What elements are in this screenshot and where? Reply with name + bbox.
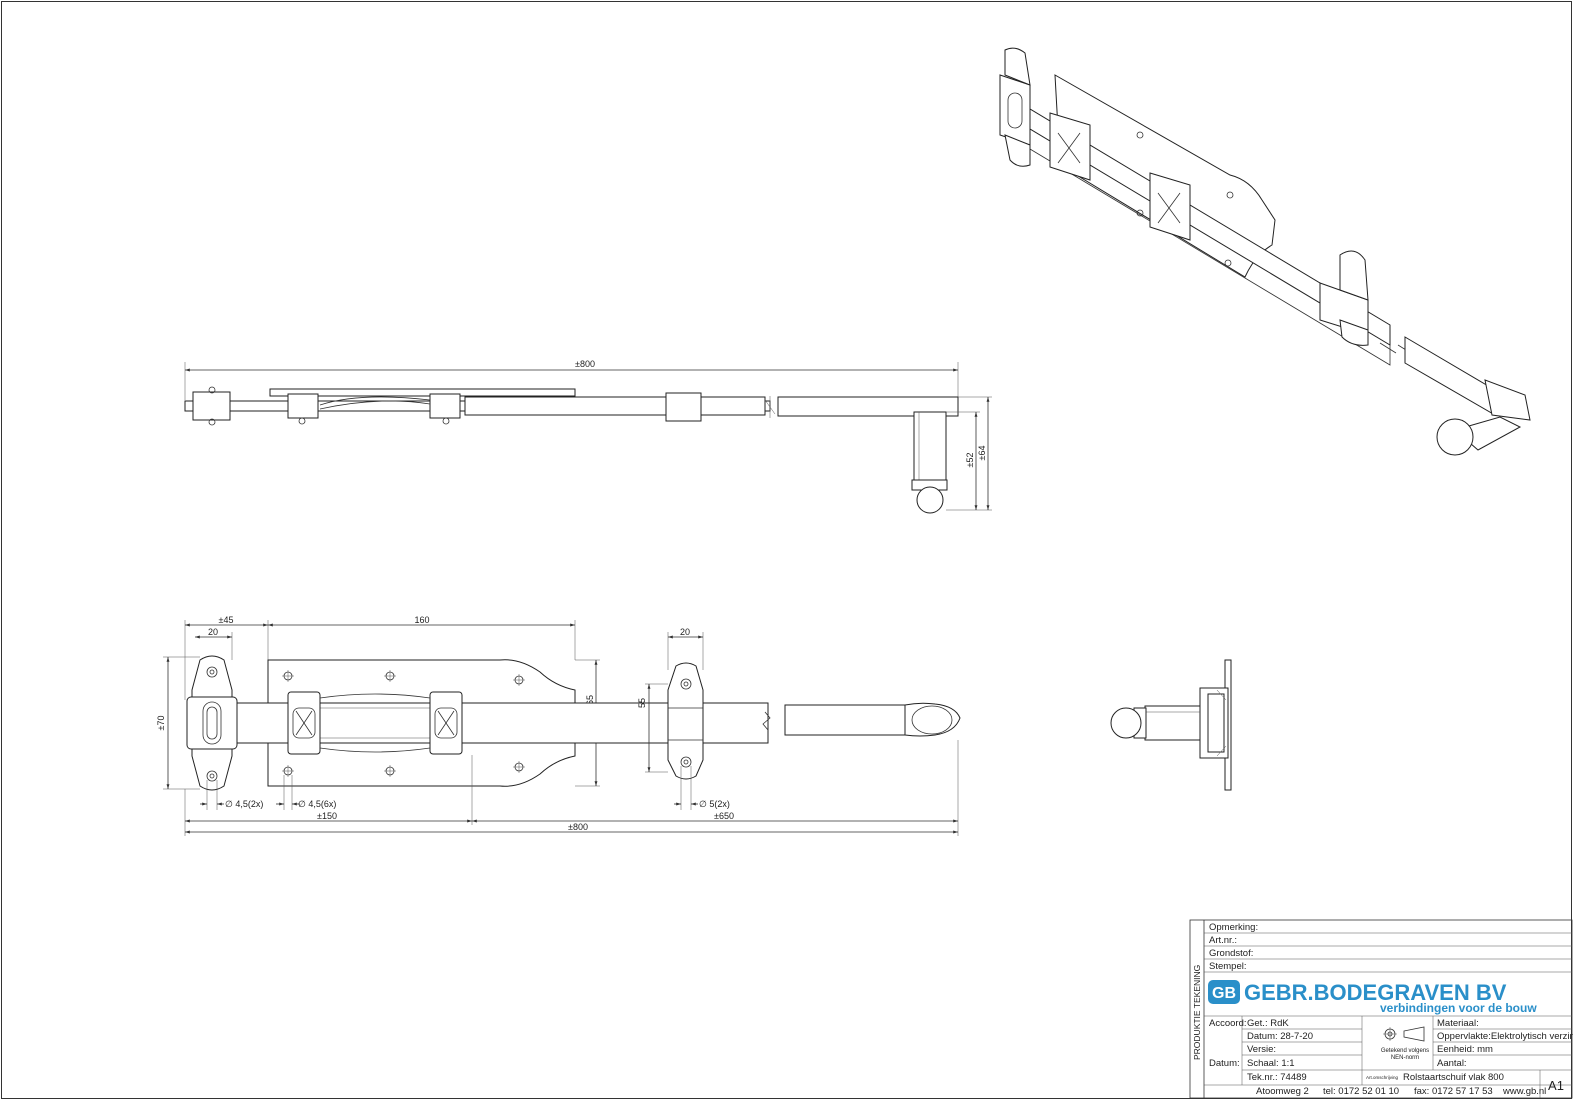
tb-format: A1 (1548, 1078, 1564, 1093)
tb-eenheid: Eenheid: mm (1437, 1044, 1493, 1055)
tb-versie: Versie: (1247, 1044, 1276, 1055)
tb-getekend: Get.: RdK (1247, 1018, 1289, 1029)
tb-web: www.gb.nl (1502, 1086, 1546, 1097)
tb-datum: Datum: 28-7-20 (1247, 1031, 1313, 1042)
tb-materiaal: Materiaal: (1437, 1018, 1479, 1029)
tb-teknr: Tek.nr.: 74489 (1247, 1072, 1307, 1083)
dim-l650: ±650 (714, 811, 734, 821)
tb-grondstof: Grondstof: (1209, 948, 1253, 959)
dim-side-h2: ±64 (977, 446, 987, 461)
title-block: PRODUKTIE TEKENING Opmerking: Art.nr.: G… (1189, 919, 1573, 1099)
tb-opmerking: Opmerking: (1209, 922, 1258, 933)
tb-fax: fax: 0172 57 17 53 (1414, 1086, 1493, 1097)
dim-hole-45-2x: ∅ 4,5(2x) (225, 799, 263, 809)
tb-datum-label: Datum: (1209, 1058, 1240, 1069)
dim-hole-5-2x: ∅ 5(2x) (699, 799, 730, 809)
dim-h70: ±70 (156, 716, 166, 731)
tb-omschrijving-label: Art.omschrijving (1366, 1075, 1399, 1080)
tb-address: Atoomweg 2 (1256, 1086, 1309, 1097)
projection-symbol-icon (1383, 1026, 1425, 1042)
dim-l150: ±150 (317, 811, 337, 821)
side-view: ±800 ±52 ±64 (184, 359, 992, 514)
dim-h65: 65 (585, 695, 595, 705)
company-tagline: verbindingen voor de bouw (1380, 1001, 1537, 1015)
tb-stempel: Stempel: (1209, 961, 1247, 972)
tb-aantal: Aantal: (1437, 1058, 1467, 1069)
dim-w20a: 20 (208, 627, 218, 637)
dim-w45: ±45 (219, 615, 234, 625)
title-block-side-label: PRODUKTIE TEKENING (1192, 965, 1202, 1060)
end-view (1110, 659, 1232, 791)
dim-side-length: ±800 (575, 359, 595, 369)
tb-schaal: Schaal: 1:1 (1247, 1058, 1295, 1069)
tb-projection-note-1: Getekend volgens (1381, 1048, 1429, 1054)
dim-h55: 55 (637, 698, 647, 708)
dim-l800: ±800 (568, 822, 588, 832)
tb-artnr: Art.nr.: (1209, 935, 1237, 946)
dim-side-h1: ±52 (965, 453, 975, 468)
isometric-view (999, 47, 1531, 456)
company-name: GEBR.BODEGRAVEN BV (1244, 980, 1507, 1005)
dim-w160: 160 (414, 615, 429, 625)
tb-omschrijving: Rolstaartschuif vlak 800 (1403, 1072, 1504, 1083)
dim-w20b: 20 (680, 627, 690, 637)
tb-tel: tel: 0172 52 01 10 (1323, 1086, 1399, 1097)
dim-hole-45-6x: ∅ 4,5(6x) (298, 799, 336, 809)
tb-oppervlakte: Oppervlakte:Elektrolytisch verzinkt (1437, 1031, 1573, 1042)
logo-mark: GB (1212, 985, 1236, 1002)
front-view: ±45 20 160 20 ±70 65 (156, 615, 961, 836)
company-logo: GB GEBR.BODEGRAVEN BV verbindingen voor … (1208, 980, 1537, 1015)
tb-accoord: Accoord: (1209, 1018, 1247, 1029)
tb-projection-note-2: NEN-norm (1391, 1055, 1419, 1061)
